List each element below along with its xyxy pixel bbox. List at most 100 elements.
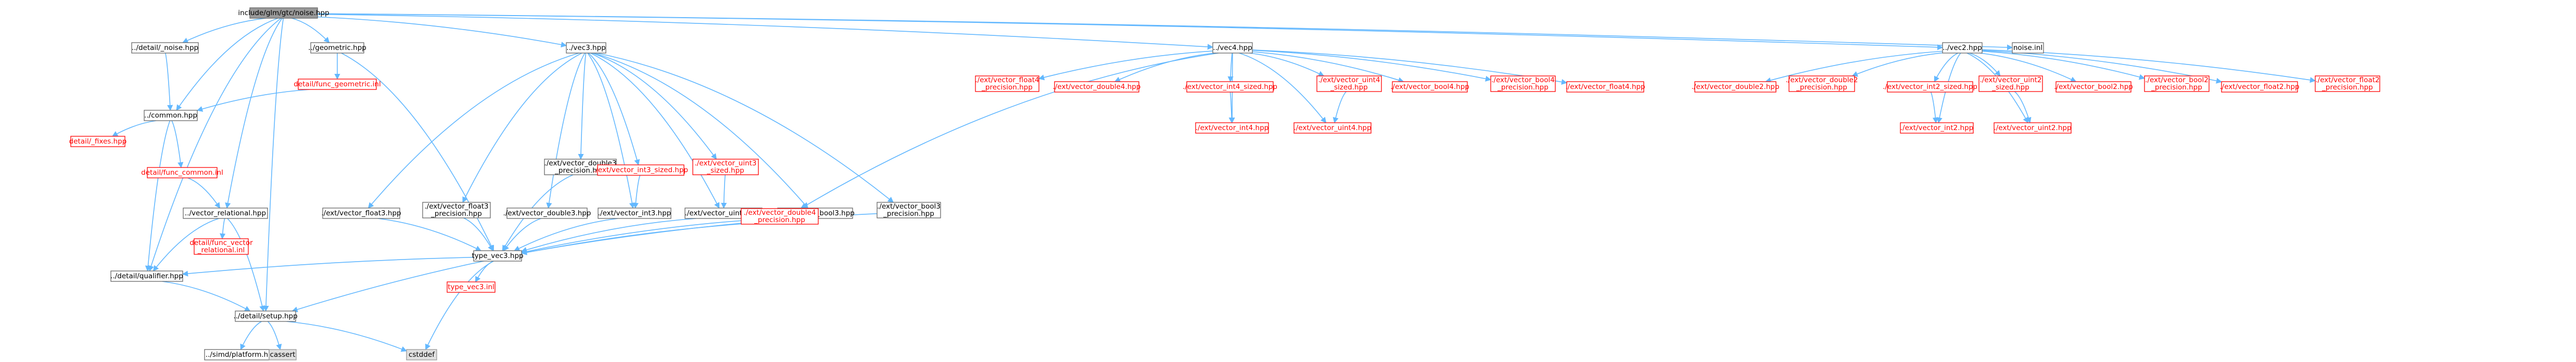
node-label-func_geometric: detail/func_geometric.inl [294, 80, 380, 88]
edge-common-to-fixes [112, 120, 157, 137]
edge-func_common-to-vec_rel [187, 177, 221, 209]
node-box-type_vec3 [473, 250, 522, 262]
node-box-double4 [1054, 81, 1139, 93]
node-func_common[interactable]: detail/func_common.inl [141, 167, 223, 178]
node-uint2s[interactable]: ./ext/vector_uint2_sized.hpp [1978, 75, 2043, 92]
node-int4s[interactable]: ./ext/vector_int4_sized.hpp [1183, 81, 1277, 93]
edge-vec3-to-bool3 [593, 53, 808, 209]
node-label-bool2: ./ext/vector_bool2.hpp [2054, 83, 2133, 91]
node-bool2[interactable]: ./ext/vector_bool2.hpp [2054, 81, 2133, 93]
node-bool4[interactable]: ./ext/vector_bool4.hpp [1390, 81, 1469, 93]
node-bool4p[interactable]: ./ext/vector_bool4_precision.hpp [1490, 75, 1556, 92]
edge-vec2-to-double2 [1765, 50, 1943, 83]
node-double4[interactable]: ./ext/vector_double4.hpp [1053, 81, 1141, 93]
node-float4[interactable]: ./ext/vector_float4.hpp [1565, 81, 1645, 93]
node-label-common: ../common.hpp [144, 111, 197, 120]
node-bool2p[interactable]: ./ext/vector_bool2_precision.hpp [2144, 75, 2210, 92]
node-double3[interactable]: ./ext/vector_double3.hpp [503, 208, 591, 219]
node-box-bool4 [1392, 81, 1468, 93]
edge-root-to-geometric [291, 18, 330, 43]
node-noise_inl[interactable]: noise.inl [2012, 42, 2044, 54]
edge-vec3-to-float3p [462, 53, 582, 203]
node-geometric[interactable]: ../geometric.hpp [308, 42, 366, 54]
node-float3[interactable]: ./ext/vector_float3.hpp [321, 208, 401, 219]
node-double2[interactable]: ./ext/vector_double2.hpp [1692, 81, 1780, 93]
node-label-double3: ./ext/vector_double3.hpp [503, 209, 591, 217]
node-label-func_vec_rel: _relational.inl [197, 246, 245, 254]
node-int4[interactable]: ./ext/vector_int4.hpp [1195, 122, 1269, 134]
node-box-fixes [70, 136, 125, 147]
edge-vec3-to-uint3s [592, 53, 717, 160]
node-type_vec3[interactable]: type_vec3.hpp [472, 250, 524, 262]
node-label-double4: ./ext/vector_double4.hpp [1053, 83, 1141, 91]
node-float3p[interactable]: ./ext/vector_float3_precision.hpp [422, 202, 491, 218]
node-vec2[interactable]: ../vec2.hpp [1942, 42, 1983, 54]
node-label-func_noise: ../detail/_noise.hpp [132, 44, 198, 52]
node-int2[interactable]: ./ext/vector_int2.hpp [1900, 122, 1974, 134]
node-setup[interactable]: ../detail/setup.hpp [233, 311, 298, 322]
node-label-float4p: _precision.hpp [981, 83, 1033, 92]
node-label-platform: ../simd/platform.h [206, 351, 268, 359]
node-label-double2: ./ext/vector_double2.hpp [1692, 83, 1780, 91]
node-uint3s[interactable]: ./ext/vector_uint3_sized.hpp [692, 159, 759, 175]
node-type_vec3_inl[interactable]: type_vec3.inl [447, 281, 496, 293]
edge-vec3-to-double3 [546, 53, 586, 209]
node-box-geometric [310, 42, 364, 54]
edge-vec4-to-int4 [1229, 53, 1235, 124]
node-label-cstddef: cstddef [409, 351, 435, 359]
node-uint4[interactable]: ./ext/vector_uint4.hpp [1293, 122, 1372, 134]
node-label-func_vec_rel: detail/func_vector [189, 239, 253, 247]
node-box-float4p [975, 75, 1039, 92]
node-qualifier[interactable]: ../detail/qualifier.hpp [110, 270, 183, 282]
node-common[interactable]: ../common.hpp [144, 110, 198, 121]
node-label-float2: ./ext/vector_float2.hpp [2219, 83, 2299, 91]
node-cassert[interactable]: cassert [269, 349, 297, 360]
node-label-uint4s: ./ext/vector_uint4 [1318, 76, 1380, 84]
node-int3[interactable]: ./ext/vector_int3.hpp [598, 208, 671, 219]
node-double4p[interactable]: ./ext/vector_double4_precision.hpp [741, 208, 819, 225]
node-uint4s[interactable]: ./ext/vector_uint4_sized.hpp [1316, 75, 1382, 92]
node-vec4[interactable]: ../vec4.hpp [1212, 42, 1253, 54]
node-vec3[interactable]: ../vec3.hpp [566, 42, 606, 54]
node-box-func_vec_rel [194, 238, 249, 255]
node-label-int4: ./ext/vector_int4.hpp [1196, 124, 1268, 132]
edge-vec3-to-float3 [367, 53, 579, 209]
node-label-cassert: cassert [270, 351, 296, 359]
node-vec_rel[interactable]: ../vector_relational.hpp [183, 208, 268, 219]
node-box-bool2p [2144, 75, 2210, 92]
node-func_vec_rel[interactable]: detail/func_vector_relational.inl [189, 238, 253, 255]
node-label-float3p: ./ext/vector_float3 [424, 202, 488, 211]
node-label-int4s: ./ext/vector_int4_sized.hpp [1183, 83, 1277, 91]
node-label-uint3s: ./ext/vector_uint3 [694, 159, 756, 167]
node-box-noise_inl [2012, 42, 2044, 54]
node-int2s[interactable]: ./ext/vector_int2_sized.hpp [1883, 81, 1977, 93]
edge-common-to-qualifier [145, 120, 171, 272]
node-bool3p[interactable]: ./ext/vector_bool3_precision.hpp [877, 202, 941, 218]
node-func_geometric[interactable]: detail/func_geometric.inl [294, 79, 381, 90]
edge-float3p-to-type_vec3 [463, 217, 493, 251]
node-float2[interactable]: ./ext/vector_float2.hpp [2219, 81, 2300, 93]
node-box-double2 [1694, 81, 1776, 93]
edge-vec2-to-int2 [1936, 53, 1961, 124]
node-double2p[interactable]: ./ext/vector_double2_precision.hpp [1786, 75, 1858, 92]
node-label-uint2s: _sized.hpp [1991, 83, 2029, 92]
nodes-layer: include/glm/gtc/noise.hpp ../detail/_nois… [69, 7, 2380, 360]
node-fixes[interactable]: detail/_fixes.hpp [69, 136, 127, 147]
edge-root-to-vec4 [317, 14, 1214, 50]
node-box-func_geometric [298, 79, 377, 90]
node-platform[interactable]: ../simd/platform.h [204, 349, 270, 360]
edge-vec2-to-bool2 [1979, 53, 2077, 82]
node-label-uint4: ./ext/vector_uint4.hpp [1293, 124, 1371, 132]
node-func_noise[interactable]: ../detail/_noise.hpp [131, 42, 199, 54]
node-uint2[interactable]: ./ext/vector_uint2.hpp [1994, 122, 2072, 134]
node-box-uint2s [1978, 75, 2043, 92]
node-float2p[interactable]: ./ext/vector_float2_precision.hpp [2315, 75, 2380, 92]
edge-vec4-to-float4p [1038, 50, 1213, 81]
node-label-bool3p: ./ext/vector_bool3 [877, 202, 941, 211]
node-label-bool4p: ./ext/vector_bool4 [1491, 76, 1555, 84]
node-root[interactable]: include/glm/gtc/noise.hpp [238, 7, 329, 19]
node-float4p[interactable]: ./ext/vector_float4_precision.hpp [975, 75, 1039, 92]
node-int3s[interactable]: ./ext/vector_int3_sized.hpp [593, 164, 688, 176]
node-label-vec3: ../vec3.hpp [566, 44, 605, 52]
node-cstddef[interactable]: cstddef [406, 349, 437, 360]
